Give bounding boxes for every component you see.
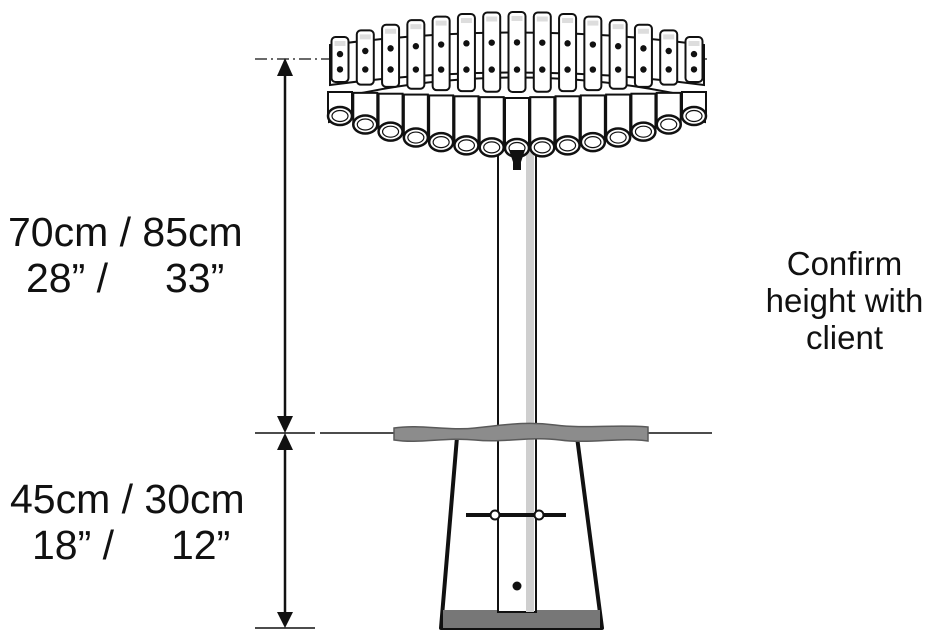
tone-bar [608, 19, 628, 90]
tube-inner-rim [331, 109, 349, 123]
tone-bar [507, 11, 527, 93]
tone-bar [330, 36, 350, 83]
tone-bar-highlight [359, 34, 371, 40]
bar-rivet [513, 66, 521, 73]
tone-bar [684, 36, 704, 83]
tone-bar [431, 15, 451, 92]
above-ground-metric: 70cm / 85cm [8, 209, 243, 255]
tone-bar [633, 23, 653, 88]
tube-inner-rim [533, 141, 551, 154]
tone-bar [406, 19, 426, 90]
bar-rivet [437, 41, 445, 48]
note-line-2: height with [765, 281, 924, 319]
bar-rivet [463, 40, 470, 47]
tube-inner-rim [584, 136, 602, 149]
bar-rivet [539, 39, 546, 46]
bar-rivet [640, 66, 647, 73]
depth-dimension-arrow [277, 433, 293, 628]
instrument-head [326, 11, 708, 170]
note-line-3: client [805, 318, 884, 356]
bar-rivet [665, 66, 672, 73]
bar-rivet [614, 66, 622, 73]
above-ground-imperial: 28” / 33” [26, 254, 225, 301]
mount-bracket [509, 150, 525, 162]
tube-inner-rim [432, 136, 450, 149]
bar-rivet [690, 50, 698, 58]
bar-rivet [362, 47, 369, 55]
below-ground-metric: 45cm / 30cm [10, 476, 245, 522]
tube-inner-rim [483, 141, 501, 154]
below-ground-imperial: 18” / 12” [32, 521, 231, 568]
bar-rivet [488, 66, 495, 73]
tube-inner-rim [609, 131, 627, 144]
bar-rivet [690, 66, 698, 73]
tone-bar-highlight [663, 34, 675, 40]
tube-inner-rim [407, 131, 425, 144]
tone-bar-highlight [536, 16, 548, 22]
bar-rivet [387, 66, 394, 73]
bar-rivet [640, 45, 647, 52]
tube-inner-rim [558, 139, 577, 152]
tone-bar-highlight [562, 18, 574, 24]
tube-inner-rim [457, 139, 476, 152]
height-dimension-arrow [277, 58, 293, 433]
tone-bar [482, 11, 502, 93]
tone-bar-highlight [385, 28, 397, 34]
tone-bar-highlight [486, 16, 498, 22]
tone-bar-highlight [410, 24, 422, 30]
bar-rivet [589, 41, 597, 48]
tone-bar-highlight [637, 28, 649, 34]
bar-rivet [463, 66, 470, 73]
post-bolt-hole [512, 581, 522, 591]
tube-inner-rim [381, 125, 400, 138]
mount-bolt [513, 160, 521, 170]
bar-rivet [539, 66, 546, 73]
tone-bar [659, 29, 679, 86]
tube-inner-rim [356, 118, 374, 131]
tube-inner-rim [660, 118, 678, 131]
bar-rivet [564, 40, 571, 47]
tone-bar [558, 13, 578, 93]
tone-bar-highlight [612, 24, 624, 30]
bar-rivet [488, 39, 495, 46]
tone-bar [355, 29, 375, 86]
tone-bar [456, 13, 476, 93]
support-post [466, 149, 566, 613]
tone-bar-highlight [511, 16, 523, 21]
bar-rivet [564, 66, 571, 73]
footing-base [443, 610, 600, 628]
tone-bar-highlight [334, 41, 346, 46]
tone-bar-highlight [688, 41, 700, 46]
bar-rivet [665, 47, 672, 55]
bar-rivet [336, 66, 344, 73]
tone-bar [381, 23, 401, 88]
bar-rivet [589, 66, 597, 73]
bar-rivet [336, 50, 344, 58]
note-line-1: Confirm [786, 245, 903, 282]
below-ground-depth-label: 45cm / 30cm 18” / 12” [10, 476, 245, 569]
tone-bar-highlight [460, 18, 472, 24]
confirm-height-note: Confirm height with client [752, 245, 932, 357]
above-ground-height-label: 70cm / 85cm 28” / 33” [8, 209, 243, 302]
tone-bar [532, 11, 552, 93]
tone-bar-highlight [435, 20, 447, 26]
tube-inner-rim [634, 125, 653, 138]
tone-bar [583, 15, 603, 92]
bar-rivet [437, 66, 445, 73]
bar-rivet [362, 66, 369, 73]
bar-rivet [513, 39, 521, 46]
ground-surface [393, 422, 649, 443]
bar-rivet [412, 66, 420, 73]
tone-bar-highlight [587, 20, 599, 26]
bar-rivet [387, 45, 394, 52]
bar-rivet [614, 43, 622, 50]
bar-rivet [412, 43, 420, 50]
tube-inner-rim [685, 109, 703, 123]
